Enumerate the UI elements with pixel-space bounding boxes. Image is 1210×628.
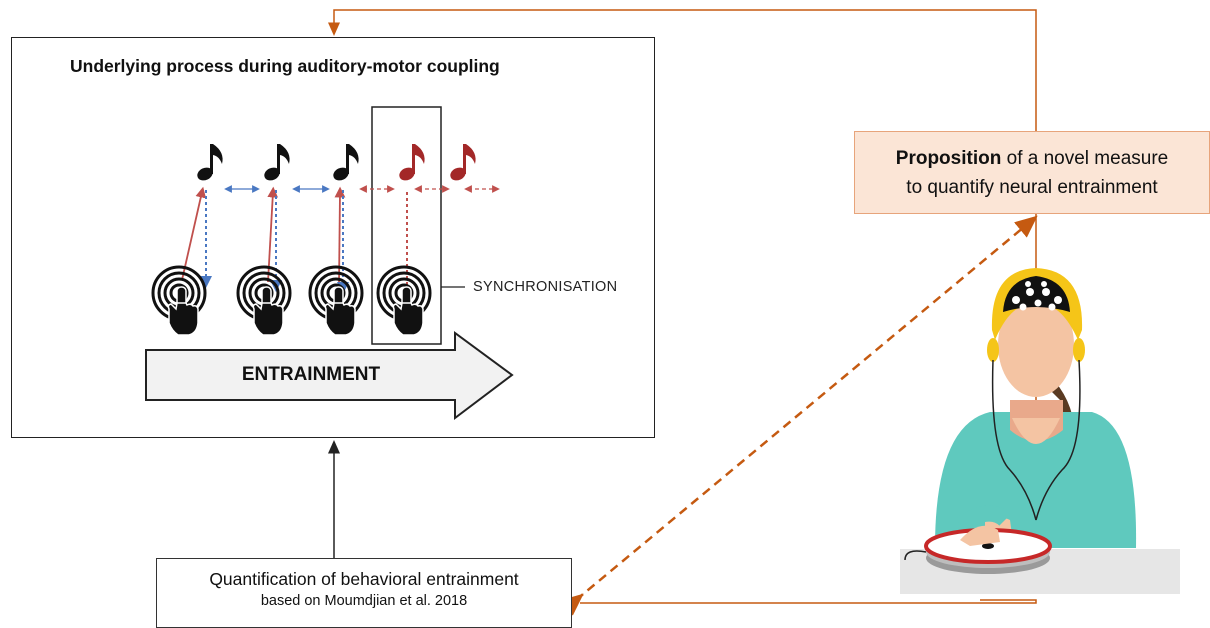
- tap-target-icon: [151, 265, 207, 336]
- quantification-box: Quantification of behavioral entrainment…: [156, 558, 572, 628]
- tap-target-icon: [376, 265, 432, 336]
- music-note-icon: [195, 144, 223, 183]
- tapping-pad-icon: [904, 525, 1052, 574]
- entrainment-arrow: [145, 331, 514, 421]
- synchronisation-label: SYNCHRONISATION: [473, 279, 618, 295]
- proposition-line2: to quantify neural entrainment: [906, 177, 1158, 198]
- synchronisation-box: [371, 106, 442, 345]
- person-with-eeg-cap-icon: [900, 268, 1180, 594]
- dashed-relation-arrow: [559, 215, 1038, 616]
- proposition-line1: Proposition of a novel measure: [855, 144, 1209, 173]
- entrainment-label: ENTRAINMENT: [241, 364, 381, 385]
- music-note-icon: [331, 144, 359, 183]
- quantification-line1: Quantification of behavioral entrainment: [209, 569, 519, 589]
- tap-target-icon: [308, 265, 364, 336]
- proposition-bold: Proposition: [895, 148, 1002, 169]
- music-note-icon: [397, 144, 425, 183]
- proposition-box: Proposition of a novel measure to quanti…: [854, 131, 1210, 214]
- music-note-icon: [448, 144, 476, 183]
- pad-to-quant-line: [580, 599, 1037, 604]
- feedback-line: [328, 9, 1037, 545]
- panel-title: Underlying process during auditory-motor…: [70, 56, 500, 76]
- tap-target-icon: [236, 265, 292, 336]
- quantification-line2: based on Moumdjian et al. 2018: [260, 593, 468, 609]
- proposition-line1-rest: of a novel measure: [1001, 148, 1169, 169]
- music-note-icon: [262, 144, 290, 183]
